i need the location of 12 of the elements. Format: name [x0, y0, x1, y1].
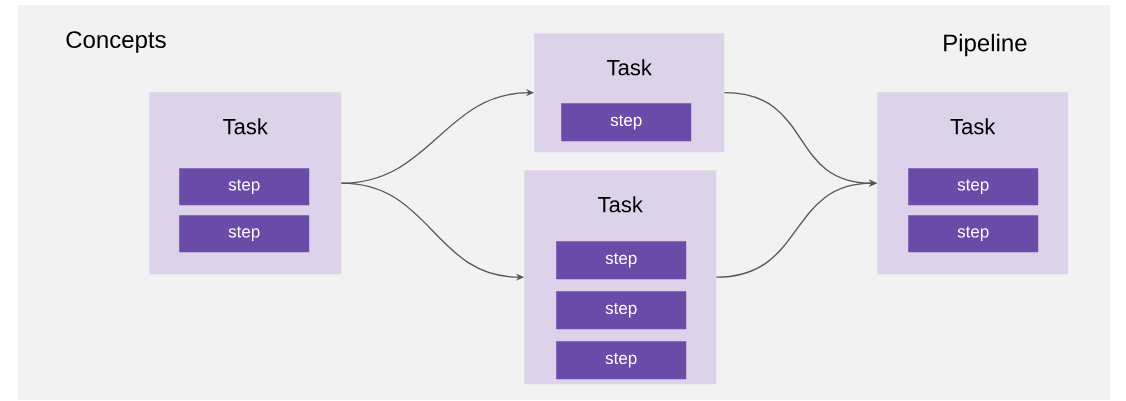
diagram-label: Pipeline: [944, 33, 1027, 57]
arrow: [340, 89, 534, 184]
step-box: step: [908, 215, 1039, 253]
step-box: step: [179, 215, 310, 253]
step-box: step: [556, 291, 687, 330]
step-box: step: [179, 168, 310, 206]
step-box: step: [556, 341, 687, 380]
step-box: step: [561, 103, 692, 142]
step-box: step: [556, 241, 687, 280]
title: Concepts: [66, 31, 166, 53]
step-box: step: [908, 168, 1039, 206]
arrow: [715, 179, 877, 278]
